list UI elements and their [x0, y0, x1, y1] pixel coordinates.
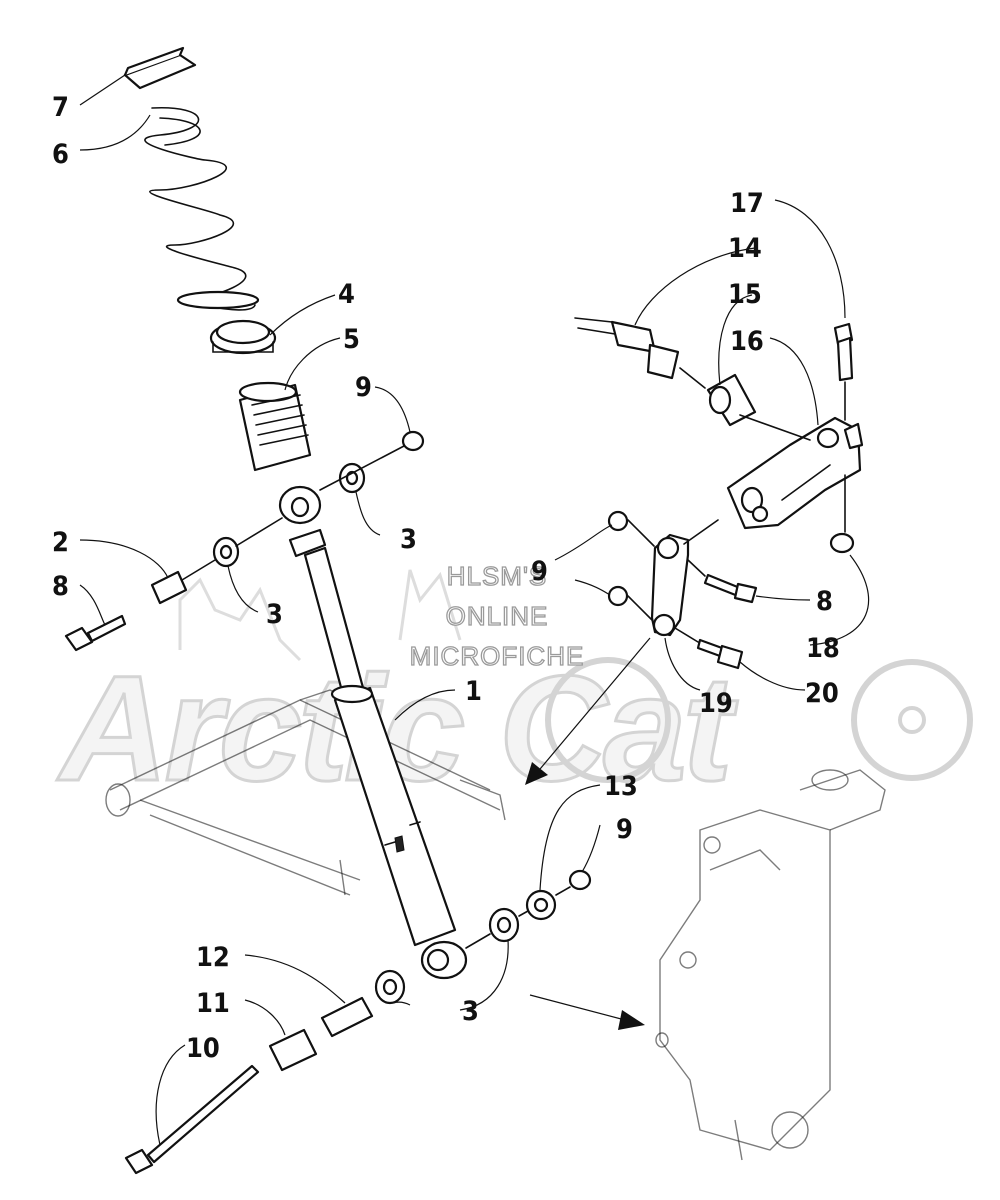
callout-3-upper-right: 3: [400, 524, 417, 555]
callout-8-link: 8: [816, 586, 833, 617]
sleeve-upper: [150, 570, 188, 605]
callout-3-upper-left: 3: [266, 599, 283, 630]
sleeve-lower-inner: [320, 996, 374, 1038]
bolt-link: [703, 573, 742, 598]
shock-absorber: [278, 485, 468, 980]
callout-17: 17: [730, 188, 764, 219]
callout-16: 16: [730, 326, 764, 357]
callout-13: 13: [604, 771, 638, 802]
shaft-end: [610, 320, 657, 354]
nut-link-upper: [607, 510, 629, 532]
callout-10: 10: [186, 1033, 220, 1064]
link-rod: [650, 533, 690, 637]
callout-12: 12: [196, 942, 230, 973]
lower-mount-hardware: [124, 869, 592, 1175]
callout-8-upper: 8: [52, 571, 69, 602]
callout-5: 5: [343, 324, 360, 355]
arrow-icon: [618, 1010, 645, 1030]
assembly-arrows: [525, 637, 651, 1030]
castle-silhouette: [178, 577, 302, 662]
callout-2: 2: [52, 527, 69, 558]
callout-9-link: 9: [531, 556, 548, 587]
a-arm: [105, 689, 506, 896]
watermark-line-1: HLSM'S: [447, 561, 548, 591]
nut-rocker: [829, 532, 855, 554]
wheel-icon: [545, 657, 671, 783]
leader-lines: [79, 74, 870, 1146]
spring: [144, 107, 260, 311]
nut-upper: [401, 430, 425, 452]
watermark-line-2: ONLINE: [446, 601, 549, 631]
callout-6: 6: [52, 139, 69, 170]
upper-mount-hardware: [64, 430, 425, 652]
adjuster-ring: [209, 319, 277, 355]
callout-4: 4: [338, 279, 355, 310]
knuckle-bracket: [655, 769, 886, 1161]
callout-9-lower: 9: [616, 814, 633, 845]
callout-1: 1: [465, 676, 482, 707]
nut-link-lower: [607, 585, 629, 607]
watermark: Arctic Cat HLSM'S ONLINE MICROFICHE: [55, 560, 973, 814]
watermark-line-3: MICROFICHE: [410, 641, 585, 671]
callout-20: 20: [805, 678, 839, 709]
arrow-icon: [525, 762, 548, 785]
callout-18: 18: [806, 633, 840, 664]
spring-retainer: [123, 46, 197, 90]
rocker-assembly: [574, 317, 864, 670]
callout-7: 7: [52, 92, 69, 123]
callout-14: 14: [728, 233, 762, 264]
watermark-brand-logo: Arctic Cat: [56, 644, 739, 812]
wheel-icon: [851, 659, 973, 781]
bolt-lower-long: [124, 1148, 154, 1175]
callout-19: 19: [699, 688, 733, 719]
callout-11: 11: [196, 988, 230, 1019]
callout-3-lower: 3: [462, 996, 479, 1027]
callout-labels: 7 6 4 5 9 3 2 8 3 1 13 9 12 11 3 10 17 1…: [52, 92, 840, 1064]
callout-9-upper: 9: [355, 372, 372, 403]
sleeve-lower-outer: [268, 1028, 318, 1072]
dust-boot: [238, 381, 312, 472]
nut-lower: [568, 869, 592, 891]
callout-15: 15: [728, 279, 762, 310]
